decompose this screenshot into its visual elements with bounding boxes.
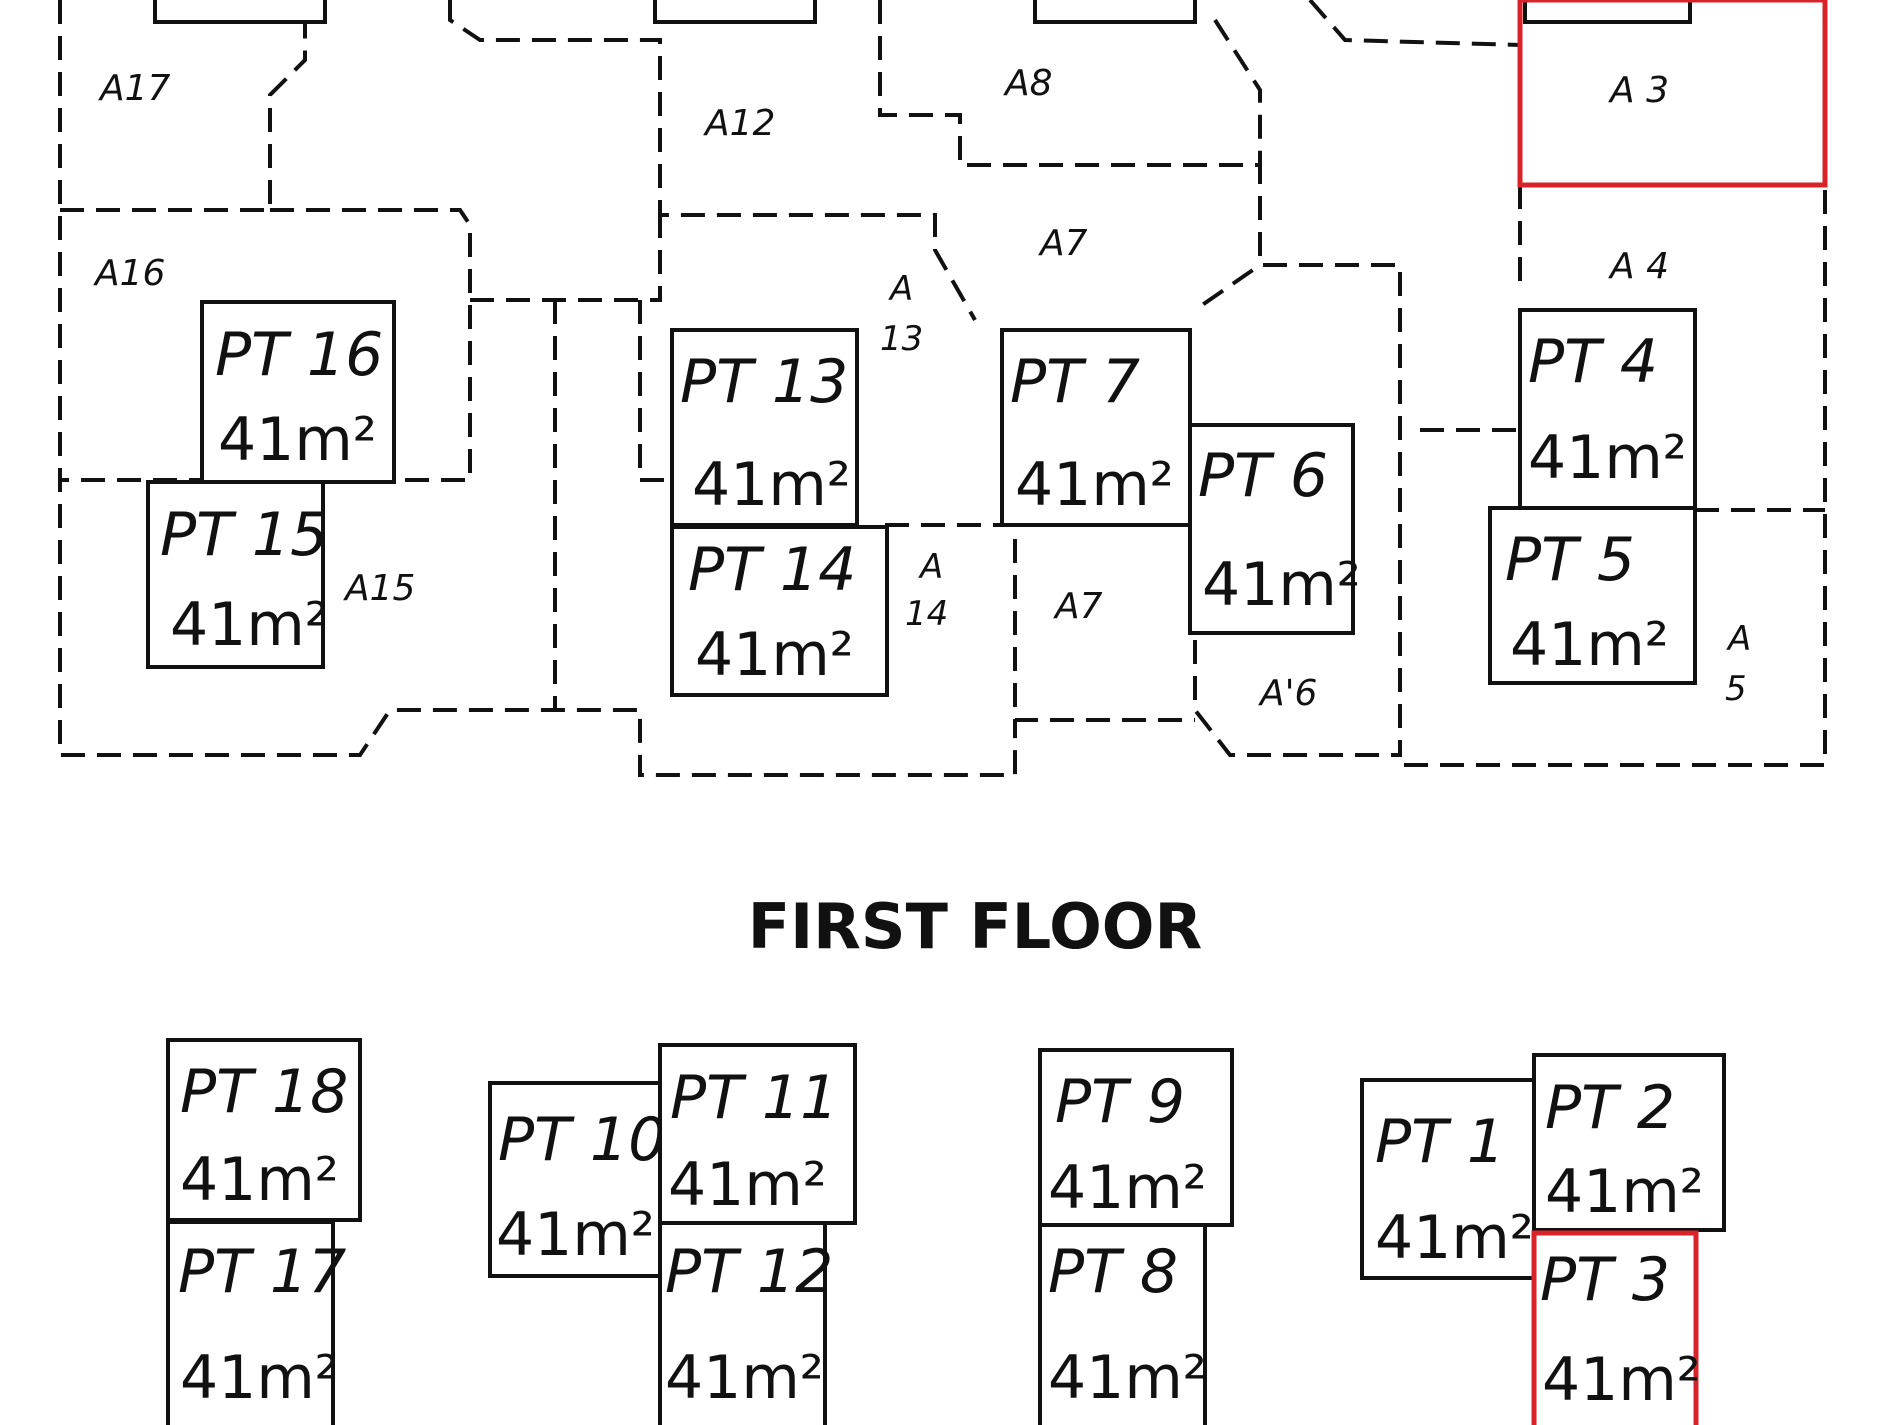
plot-7-label: PT 7	[1010, 347, 1140, 417]
plot-4-area: 41m²	[1528, 423, 1687, 493]
plot-1: PT 1 41m²	[1360, 1078, 1536, 1280]
plot-8-label: PT 8	[1048, 1237, 1178, 1307]
plot-13-area: 41m²	[692, 450, 851, 520]
floor-title: FIRST FLOOR	[748, 890, 1203, 963]
upper-plots: PT 16 41m² PT 15 41m² PT 13 41m² PT 14 4…	[146, 0, 1828, 697]
plot-15: PT 15 41m²	[146, 480, 329, 669]
plot-7: PT 7 41m²	[1000, 328, 1192, 527]
boundary-a8-right	[1213, 18, 1262, 165]
plot-box-top-2	[653, 0, 817, 24]
area-label-a5-top: A	[1726, 619, 1751, 659]
plot-6: PT 6 41m²	[1188, 423, 1361, 635]
area-boundaries	[58, 0, 1827, 777]
plot-2-area: 41m²	[1545, 1157, 1704, 1227]
boundary-a17	[60, 0, 307, 212]
plot-15-label: PT 15	[160, 500, 328, 570]
plot-13: PT 13 41m²	[670, 328, 859, 527]
area-label-a15: A15	[343, 568, 415, 609]
plot-8-area: 41m²	[1048, 1343, 1207, 1413]
plot-16-area: 41m²	[218, 405, 377, 475]
plot-3-label: PT 3	[1540, 1245, 1670, 1315]
boundary-a12-left	[470, 215, 662, 302]
area-label-a13-bottom: 13	[880, 319, 923, 359]
plot-box-top-4	[1523, 0, 1692, 24]
area-label-a12: A12	[703, 103, 775, 144]
plot-box-top-1	[153, 0, 327, 24]
plot-10-area: 41m²	[496, 1200, 655, 1270]
plot-12-label: PT 12	[665, 1237, 833, 1307]
area-label-a4: A 4	[1608, 246, 1669, 287]
area-labels: A17 A16 A15 A12 A 13 A 14 A8 A7 A7 A'6 A…	[93, 63, 1751, 714]
plot-16-label: PT 16	[215, 320, 383, 390]
plot-6-label: PT 6	[1198, 441, 1328, 511]
area-label-a8: A8	[1003, 63, 1053, 104]
plot-8: PT 8 41m²	[1038, 1223, 1207, 1425]
plot-1-label: PT 1	[1375, 1107, 1505, 1177]
plot-9-label: PT 9	[1055, 1067, 1185, 1137]
area-label-a6: A'6	[1258, 673, 1317, 714]
plot-18: PT 18 41m²	[166, 1038, 362, 1222]
boundary-a6	[1193, 263, 1402, 757]
plot-14: PT 14 41m²	[670, 525, 889, 697]
area-label-a3: A 3	[1608, 70, 1669, 111]
boundary-a4-right	[1400, 190, 1827, 767]
plot-10-label: PT 10	[498, 1105, 666, 1175]
plot-13-label: PT 13	[680, 347, 848, 417]
plot-5: PT 5 41m²	[1488, 506, 1697, 685]
area-label-a7-upper: A7	[1038, 223, 1088, 264]
plot-14-label: PT 14	[688, 535, 856, 605]
area-label-a13-top: A	[888, 269, 913, 309]
plot-4: PT 4 41m²	[1518, 308, 1697, 510]
plot-5-label: PT 5	[1505, 525, 1635, 595]
plot-14-area: 41m²	[695, 620, 854, 690]
plot-11-label: PT 11	[670, 1063, 838, 1133]
area-label-a17: A17	[98, 68, 171, 109]
boundary-a8	[878, 0, 1262, 260]
plot-17-label: PT 17	[178, 1237, 346, 1307]
plot-11-area: 41m²	[668, 1150, 827, 1220]
area-label-a5-bottom: 5	[1725, 669, 1747, 709]
area-label-a14-top: A	[918, 547, 943, 587]
plot-9-area: 41m²	[1048, 1153, 1207, 1223]
plot-11: PT 11 41m²	[658, 1043, 857, 1225]
boundary-a13-inner	[638, 300, 670, 482]
plot-1-area: 41m²	[1375, 1203, 1534, 1273]
plot-box-top-3	[1033, 0, 1197, 24]
boundary-a8-top	[1308, 0, 1521, 47]
area-label-a14-bottom: 14	[905, 594, 948, 634]
area-label-a7-lower: A7	[1053, 586, 1103, 627]
area-a3-highlight	[1517, 0, 1828, 188]
plot-9: PT 9 41m²	[1038, 1048, 1234, 1227]
plot-17: PT 17 41m²	[166, 1220, 346, 1425]
plot-2: PT 2 41m²	[1532, 1053, 1726, 1232]
boundary-a17-a16-a15	[58, 0, 1017, 777]
plot-15-area: 41m²	[170, 590, 329, 660]
plot-12-area: 41m²	[665, 1343, 824, 1413]
boundary-a7-lower	[885, 523, 1195, 722]
lower-plots: PT 18 41m² PT 17 41m² PT 10 41m² PT 11 4…	[166, 1038, 1726, 1425]
plot-18-label: PT 18	[180, 1057, 348, 1127]
plot-5-area: 41m²	[1510, 610, 1669, 680]
plot-4-label: PT 4	[1528, 327, 1658, 397]
plot-7-area: 41m²	[1015, 450, 1174, 520]
area-label-a16: A16	[93, 253, 165, 294]
plot-12: PT 12 41m²	[658, 1221, 833, 1425]
plot-6-area: 41m²	[1202, 550, 1361, 620]
plot-10: PT 10 41m²	[488, 1081, 666, 1278]
plot-3: PT 3 41m²	[1531, 1230, 1701, 1425]
plot-18-area: 41m²	[180, 1145, 339, 1215]
plot-17-area: 41m²	[180, 1343, 339, 1413]
plot-16: PT 16 41m²	[200, 300, 396, 484]
plot-2-label: PT 2	[1545, 1073, 1675, 1143]
plot-3-area: 41m²	[1542, 1345, 1701, 1415]
